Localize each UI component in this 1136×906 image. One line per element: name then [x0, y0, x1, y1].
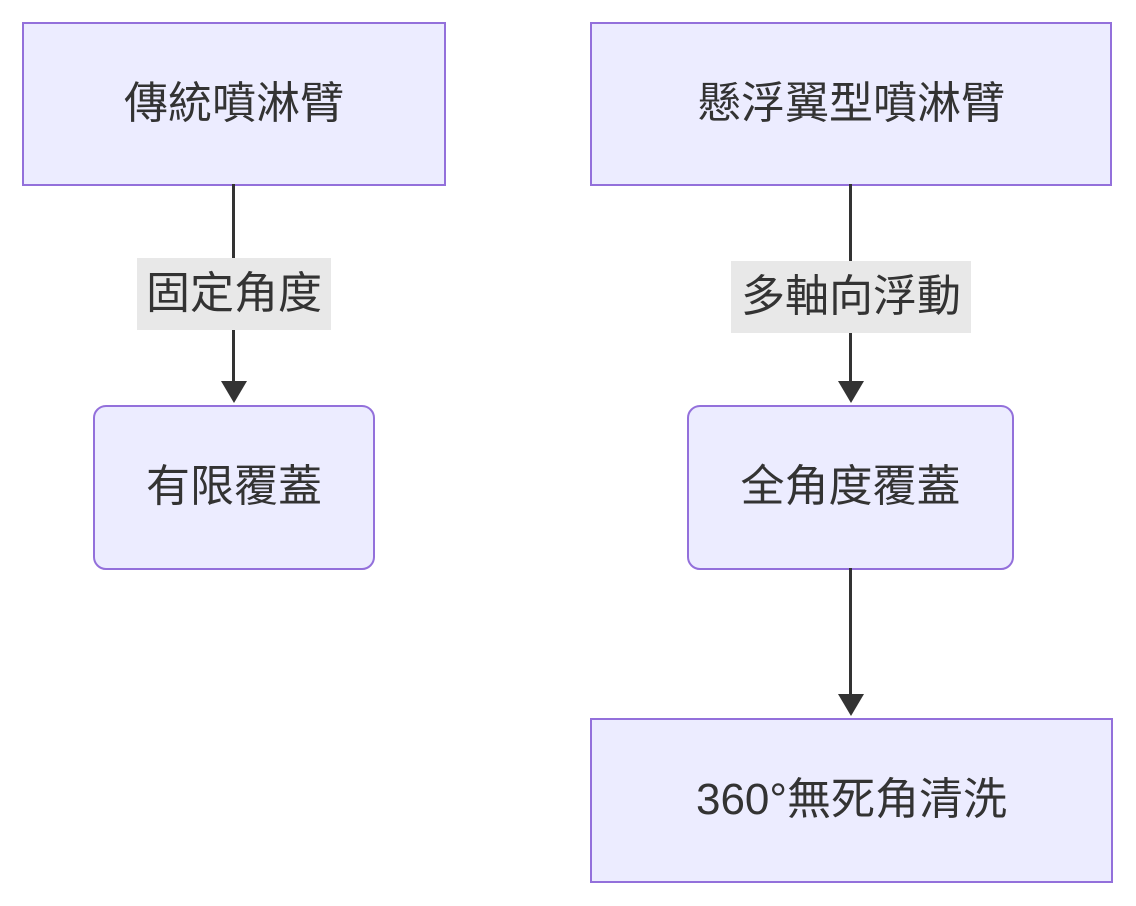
node-360-no-dead-angle-cleaning: 360°無死角清洗: [590, 718, 1113, 883]
edge-label-fixed-angle: 固定角度: [137, 258, 331, 330]
edge-line-full-to-clean: [849, 568, 852, 694]
arrowhead-down-icon: [221, 381, 247, 403]
arrowhead-down-icon: [838, 694, 864, 716]
node-traditional-spray-arm: 傳統噴淋臂: [22, 22, 446, 186]
edge-label-multi-axis: 多軸向浮動: [731, 261, 971, 333]
node-floating-wing-spray-arm: 懸浮翼型噴淋臂: [590, 22, 1112, 186]
node-full-angle-coverage: 全角度覆蓋: [687, 405, 1014, 570]
node-limited-coverage: 有限覆蓋: [93, 405, 375, 570]
arrowhead-down-icon: [838, 381, 864, 403]
